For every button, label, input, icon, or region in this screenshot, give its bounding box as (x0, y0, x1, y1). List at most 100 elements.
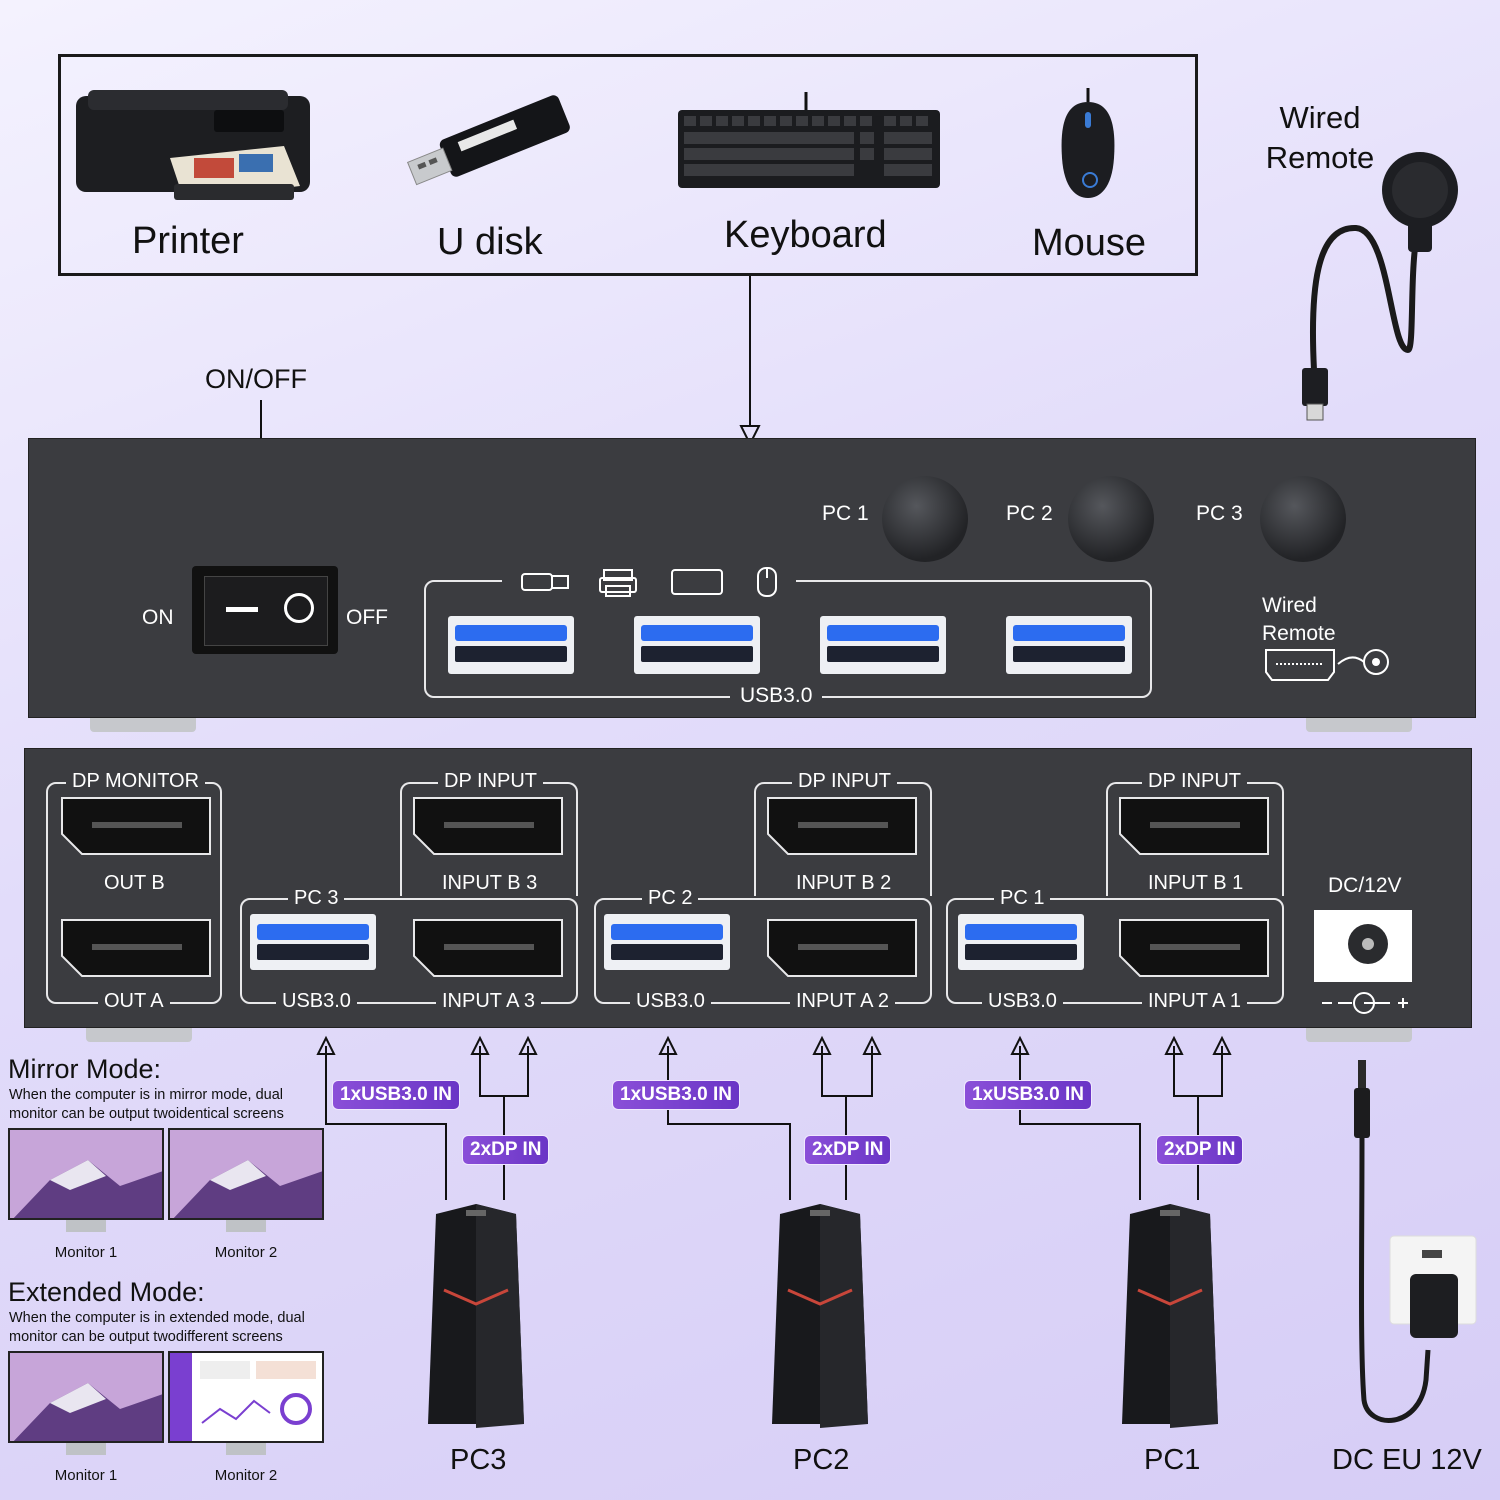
peripherals-box (58, 54, 1198, 276)
remote-port-icon[interactable] (1262, 644, 1396, 684)
input-a1-label: INPUT A 1 (1142, 990, 1248, 1013)
mirror-monitor-2 (168, 1128, 324, 1220)
out-a-label: OUT A (98, 990, 170, 1013)
pc1-usb-port[interactable] (958, 914, 1084, 970)
mouse-label: Mouse (1032, 222, 1147, 264)
remote-port-label-1: Wired (1262, 594, 1317, 617)
pc2-tower-icon (772, 1204, 868, 1428)
udisk-label: U disk (437, 221, 543, 263)
pc2-button-label: PC 2 (1006, 502, 1053, 525)
extended-mode-desc: When the computer is in extended mode, d… (9, 1310, 305, 1345)
usb-port-1[interactable] (448, 616, 574, 674)
dp-input-a3-port[interactable] (412, 918, 564, 978)
pc1-usb-in-tag: 1xUSB3.0 IN (964, 1080, 1092, 1110)
mirror-monitor-1 (8, 1128, 164, 1220)
extended-monitor-2-stand (226, 1443, 266, 1455)
usb-disk-icon (406, 95, 570, 186)
power-label: DC EU 12V (1332, 1444, 1482, 1476)
pc2-group-label: PC 2 (642, 887, 699, 910)
dc-polarity-icon (1322, 992, 1408, 1014)
usb-port-4[interactable] (1006, 616, 1132, 674)
pc3-group-label: PC 3 (288, 887, 345, 910)
dp-input-a2-port[interactable] (766, 918, 918, 978)
pc2-label: PC2 (793, 1444, 850, 1476)
dp-input-b1-port[interactable] (1118, 796, 1270, 856)
input-b1-label: INPUT B 1 (1142, 872, 1250, 895)
front-foot-left (90, 718, 196, 732)
pc3-dp-in-tag: 2xDP IN (462, 1135, 550, 1165)
pc3-button-label: PC 3 (1196, 502, 1243, 525)
pc1-group-label: PC 1 (994, 887, 1051, 910)
pc2-usb-port[interactable] (604, 914, 730, 970)
extended-monitor-2-label: Monitor 2 (214, 1467, 278, 1484)
mirror-monitor-2-label: Monitor 2 (214, 1244, 278, 1261)
on-off-label: ON/OFF (205, 364, 307, 394)
printer-label: Printer (132, 220, 244, 262)
pc3-tower-icon (428, 1204, 524, 1428)
keyboard-label: Keyboard (724, 214, 887, 256)
extended-monitor-1 (8, 1351, 164, 1443)
wired-remote-icon (1302, 152, 1458, 421)
usb-group-label: USB3.0 (730, 684, 823, 708)
pc1-dp-in-tag: 2xDP IN (1156, 1135, 1244, 1165)
pc1-button-label: PC 1 (822, 502, 869, 525)
extended-monitor-1-label: Monitor 1 (54, 1467, 118, 1484)
pc1-button[interactable] (882, 476, 968, 562)
pc2-usb-in-tag: 1xUSB3.0 IN (612, 1080, 740, 1110)
pc3-group-frame (240, 898, 578, 1004)
pc3-dp-input-label: DP INPUT (438, 770, 543, 793)
front-foot-right (1306, 718, 1412, 732)
input-b3-label: INPUT B 3 (436, 872, 544, 895)
input-a3-label: INPUT A 3 (436, 990, 542, 1013)
pc3-usb-port[interactable] (250, 914, 376, 970)
dp-monitor-label: DP MONITOR (66, 770, 206, 793)
remote-port-label-2: Remote (1262, 622, 1336, 645)
peripheral-arrow (739, 276, 761, 447)
input-a2-label: INPUT A 2 (790, 990, 896, 1013)
pc1-usb-label: USB3.0 (982, 990, 1063, 1013)
keyboard-icon (678, 92, 940, 188)
mirror-monitor-1-label: Monitor 1 (54, 1244, 118, 1261)
usb-icons (521, 567, 777, 597)
dp-out-a-port[interactable] (60, 918, 212, 978)
pc2-button[interactable] (1068, 476, 1154, 562)
off-text: OFF (346, 606, 388, 629)
power-switch[interactable] (192, 566, 338, 654)
pc1-label: PC1 (1144, 1444, 1201, 1476)
pc2-usb-label: USB3.0 (630, 990, 711, 1013)
pc2-dp-in-tag: 2xDP IN (804, 1135, 892, 1165)
mirror-mode-desc: When the computer is in mirror mode, dua… (9, 1087, 284, 1122)
back-foot-right (1306, 1028, 1412, 1042)
input-b2-label: INPUT B 2 (790, 872, 898, 895)
dp-out-b-port[interactable] (60, 796, 212, 856)
wired-remote-title: Wired Remote (1265, 100, 1375, 175)
dc-jack[interactable] (1314, 910, 1412, 982)
extended-monitor-1-stand (66, 1443, 106, 1455)
extended-mode-title: Extended Mode: (8, 1277, 205, 1307)
dc-label: DC/12V (1328, 874, 1402, 897)
pc3-button[interactable] (1260, 476, 1346, 562)
mirror-mode-title: Mirror Mode: (8, 1054, 162, 1084)
pc1-tower-icon (1122, 1204, 1218, 1428)
pc3-label: PC3 (450, 1444, 507, 1476)
dp-input-b2-port[interactable] (766, 796, 918, 856)
pc1-dp-input-label: DP INPUT (1142, 770, 1247, 793)
pc2-dp-input-label: DP INPUT (792, 770, 897, 793)
back-foot-left (86, 1028, 192, 1042)
extended-monitor-2 (168, 1351, 324, 1443)
out-b-label: OUT B (98, 872, 171, 895)
dp-input-a1-port[interactable] (1118, 918, 1270, 978)
on-text: ON (142, 606, 174, 629)
usb-port-2[interactable] (634, 616, 760, 674)
mouse-icon (1061, 88, 1115, 198)
pc3-usb-in-tag: 1xUSB3.0 IN (332, 1080, 460, 1110)
dp-input-b3-port[interactable] (412, 796, 564, 856)
printer-icon (76, 90, 310, 200)
mirror-monitor-1-stand (66, 1220, 106, 1232)
pc2-group-frame (594, 898, 932, 1004)
mirror-monitor-2-stand (226, 1220, 266, 1232)
usb-port-3[interactable] (820, 616, 946, 674)
pc1-group-frame (946, 898, 1284, 1004)
pc3-usb-label: USB3.0 (276, 990, 357, 1013)
power-adapter-icon (1354, 1060, 1477, 1423)
